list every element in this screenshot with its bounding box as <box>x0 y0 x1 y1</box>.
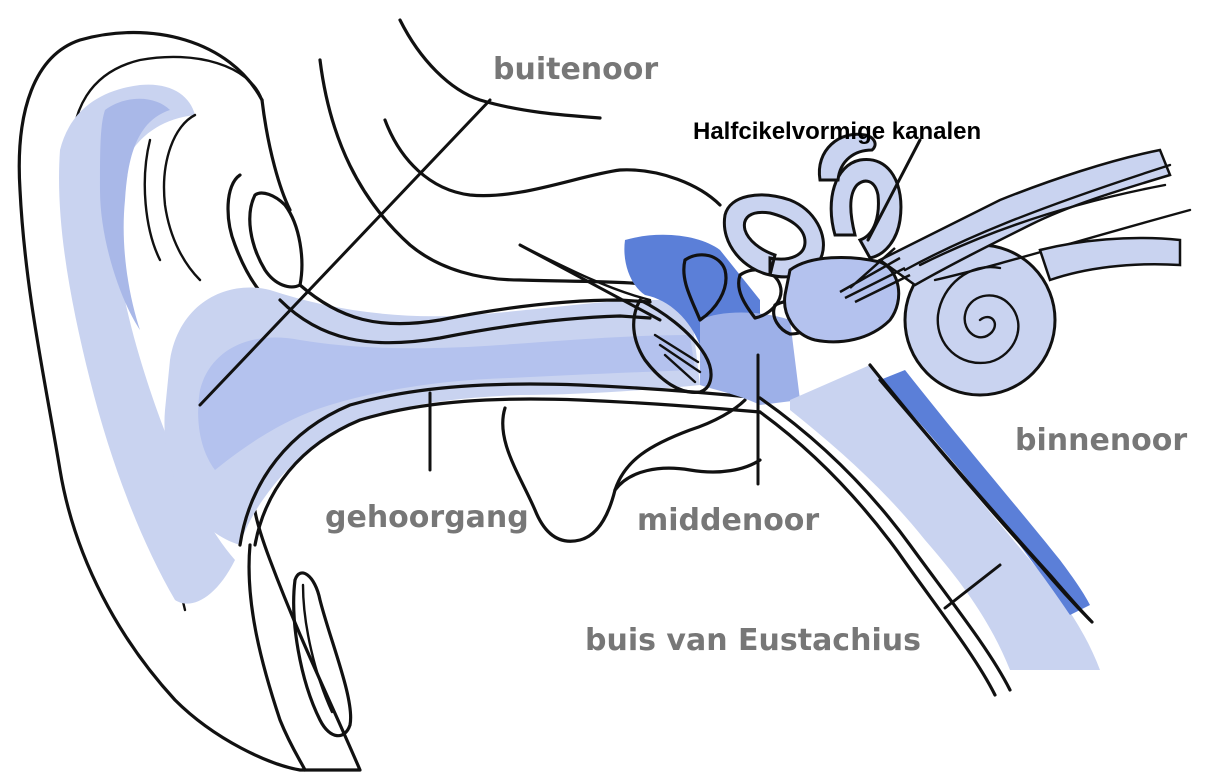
label-middenoor: middenoor <box>637 503 819 538</box>
label-buis-van-eustachius: buis van Eustachius <box>585 623 921 658</box>
tragus-lobe <box>250 193 302 287</box>
antihelix-inner <box>145 140 160 260</box>
middle-ear-cavity-light <box>700 313 800 406</box>
label-buitenoor: buitenoor <box>493 52 658 87</box>
vestibule <box>785 257 899 341</box>
label-gehoorgang: gehoorgang <box>325 500 529 535</box>
semicircular-canal-posterior <box>831 159 901 258</box>
label-halfcirkelvormige-kanalen: Halfcikelvormige kanalen <box>693 118 981 145</box>
bone-lower-2 <box>615 460 760 490</box>
antihelix <box>164 115 200 280</box>
bone-line-2 <box>385 120 720 205</box>
nerve-bundle-lower <box>1040 238 1180 280</box>
label-binnenoor: binnenoor <box>1015 423 1187 458</box>
